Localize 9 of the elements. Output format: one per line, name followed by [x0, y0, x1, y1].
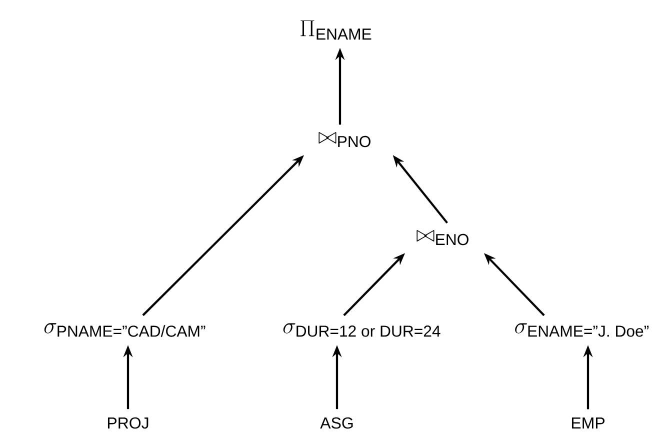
projection-operator: $\Pi_{\text{ENAME}}$ [300, 20, 372, 40]
join-operator: $\bowtie_{\text{ENO}}$ [416, 230, 468, 246]
relation-label: ASG [320, 417, 353, 429]
selection-operator: $\sigma_{\text{PNAME="CAD/CAM"}}$ [44, 323, 206, 337]
relation-label: PROJ [108, 417, 148, 429]
relation-label: EMP [572, 418, 604, 428]
selection-operator: $\sigma_{\text{ENAME="J. Doe"}}$ [515, 323, 649, 337]
selection-operator: $\sigma_{\text{DUR=12 or DUR=24}}$ [283, 323, 440, 337]
join-operator: $\bowtie_{\text{PNO}}$ [318, 132, 370, 148]
